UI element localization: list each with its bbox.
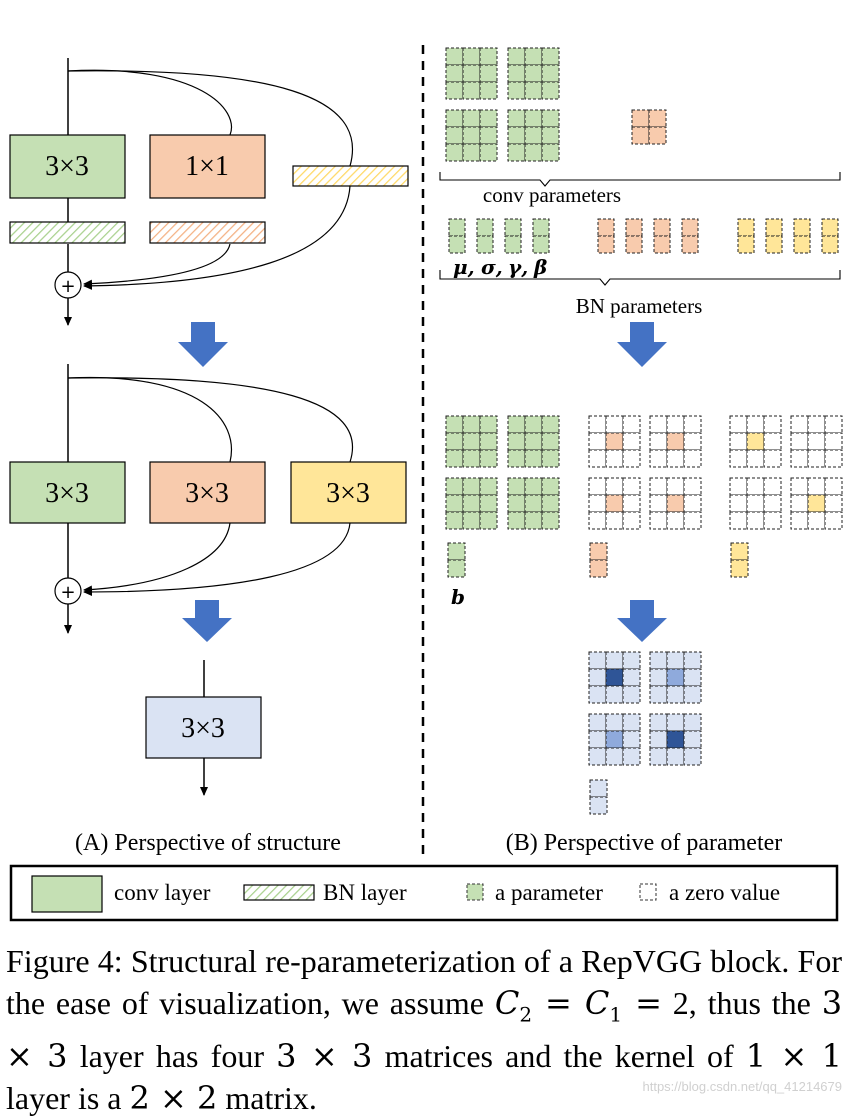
conv3x3-box-top xyxy=(9,134,126,199)
panel-b-label: (B) Perspective of parameter xyxy=(506,830,783,856)
bn-symbol: σ, xyxy=(481,255,503,279)
conv-kernel-matrix xyxy=(445,109,498,162)
bias-column xyxy=(447,542,466,578)
bn-parameters-label: BN parameters xyxy=(576,294,703,318)
fused-kernel-green xyxy=(507,415,560,468)
identity-kernel xyxy=(790,477,843,530)
bn-param-column xyxy=(597,218,615,254)
panel-b-parameter: conv parameters μ, σ, γ, β BN parameters… xyxy=(439,47,843,856)
svg-text:3×3: 3×3 xyxy=(45,478,89,509)
fused-kernel-orange xyxy=(588,415,641,468)
svg-text:3×3: 3×3 xyxy=(181,713,225,744)
merged-kernel xyxy=(588,713,641,766)
legend-frame xyxy=(9,864,839,922)
bn-param-column xyxy=(765,218,783,254)
bn-param-column xyxy=(821,218,839,254)
bn-param-column xyxy=(653,218,671,254)
merged-kernel xyxy=(649,651,702,704)
svg-text:+: + xyxy=(60,582,75,603)
conv3x3-box-c xyxy=(290,461,407,524)
svg-text:3×3: 3×3 xyxy=(326,478,370,509)
figure-caption: Figure 4: Structural re-parameterization… xyxy=(6,943,843,1118)
svg-text:3×3: 3×3 xyxy=(185,478,229,509)
sum-node-top xyxy=(54,271,82,299)
legend-conv-swatch xyxy=(31,875,103,913)
legend-conv-label: conv layer xyxy=(114,880,211,905)
fused-kernel-orange xyxy=(649,477,702,530)
fused-kernel-orange xyxy=(588,477,641,530)
fused-kernel-green xyxy=(507,477,560,530)
fused-kernel-green xyxy=(445,477,498,530)
down-arrow-icon xyxy=(617,600,667,642)
bn-param-column xyxy=(532,218,550,254)
conv3x3-box-a xyxy=(9,461,126,524)
down-arrow-icon xyxy=(182,600,232,642)
identity-kernel xyxy=(729,415,782,468)
bn-symbol: γ, xyxy=(508,255,528,279)
bn-layer-orange xyxy=(149,221,266,244)
bn-param-column xyxy=(793,218,811,254)
merged-kernel xyxy=(588,651,641,704)
bn-param-column xyxy=(448,218,466,254)
bias-column xyxy=(730,542,749,578)
legend-parameter-swatch xyxy=(466,883,484,901)
bn-param-column xyxy=(504,218,522,254)
conv3x3-box-final xyxy=(145,696,262,759)
conv-kernel-matrix xyxy=(445,47,498,100)
legend-zero-label: a zero value xyxy=(669,880,780,905)
bn-param-column xyxy=(476,218,494,254)
conv-kernel-matrix xyxy=(507,109,560,162)
bn-param-column xyxy=(737,218,755,254)
bn-symbol: μ, xyxy=(453,255,475,279)
down-arrow-icon xyxy=(617,322,667,367)
fused-kernel-green xyxy=(445,415,498,468)
bias-label: b xyxy=(451,585,465,609)
legend-zero-swatch xyxy=(639,883,657,901)
conv1x1-box-top xyxy=(149,134,266,199)
watermark: https://blog.csdn.net/qq_41214679 xyxy=(642,1079,843,1094)
bn-param-column xyxy=(681,218,699,254)
sum-node-bottom xyxy=(54,577,82,605)
down-arrow-icon xyxy=(178,322,228,367)
legend-bn-swatch xyxy=(243,884,315,901)
legend-parameter-label: a parameter xyxy=(495,880,603,905)
panel-a-structure: 3×3 1×1 + 3×3 3×3 3×3 + 3×3 (A) Pe xyxy=(9,58,409,856)
svg-text:+: + xyxy=(60,276,75,297)
identity-kernel xyxy=(790,415,843,468)
conv1x1-kernel-matrix xyxy=(631,109,667,145)
merged-bias-column xyxy=(589,779,608,815)
identity-kernel xyxy=(729,477,782,530)
legend: conv layer BN layer a parameter a zero v… xyxy=(9,864,839,922)
fused-kernel-orange xyxy=(649,415,702,468)
bn-layer-green xyxy=(9,221,126,244)
merged-kernel xyxy=(649,713,702,766)
bias-column xyxy=(589,542,608,578)
conv3x3-box-b xyxy=(149,461,266,524)
bn-symbol: β xyxy=(533,255,547,279)
legend-bn-label: BN layer xyxy=(323,880,407,905)
conv1x1-label-top: 1×1 xyxy=(185,151,229,182)
bn-layer-yellow xyxy=(292,165,409,187)
bn-param-column xyxy=(625,218,643,254)
conv-kernel-matrix xyxy=(507,47,560,100)
panel-a-label: (A) Perspective of structure xyxy=(75,830,341,856)
figure-diagram: 3×3 1×1 + 3×3 3×3 3×3 + 3×3 (A) Pe xyxy=(9,45,843,922)
conv3x3-label-top: 3×3 xyxy=(45,151,89,182)
conv-parameters-label: conv parameters xyxy=(483,183,621,207)
